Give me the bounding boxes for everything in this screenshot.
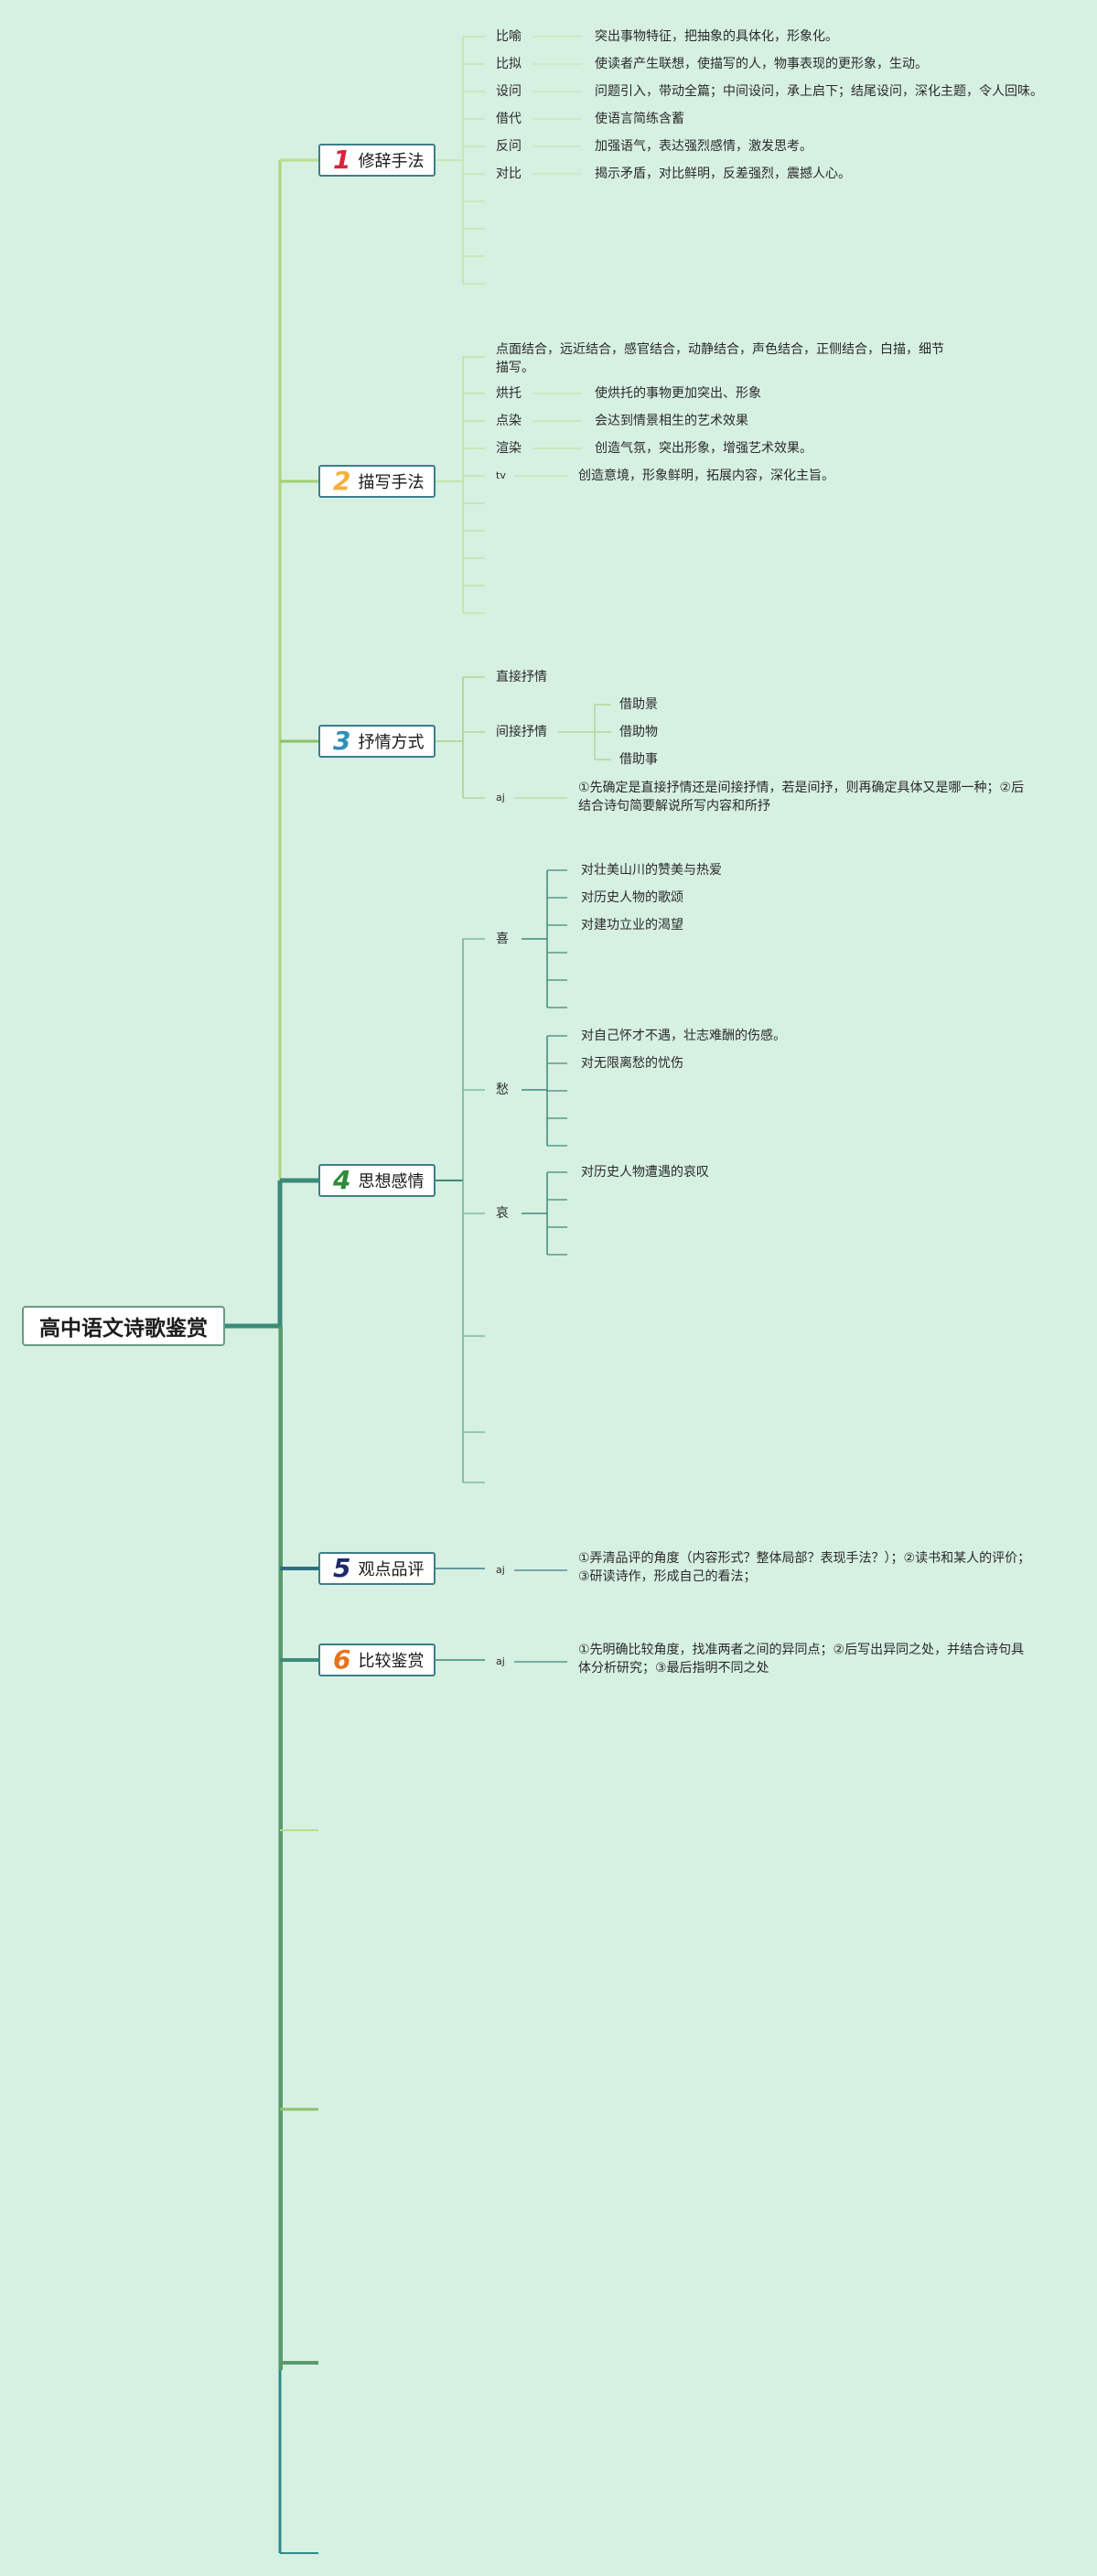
topic-number-6: 6 <box>333 1644 351 1675</box>
topic-label: 描写手法 <box>358 473 425 492</box>
item-label: tv <box>496 469 506 481</box>
item-desc: 使语言简练含蓄 <box>595 112 684 126</box>
item-label: 点染 <box>496 414 522 428</box>
topic-comparison[interactable]: 6 比较鉴赏 <box>318 1644 436 1676</box>
item-label: 借代 <box>496 112 522 126</box>
item-label: 比喻 <box>496 29 522 44</box>
direct-lyric-label: 直接抒情 <box>496 670 547 684</box>
emotion-group-label: 哀 <box>496 1206 509 1221</box>
item-desc: 问题引入，带动全篇；中间设问，承上启下；结尾设问，深化主题，令人回味。 <box>595 84 1043 99</box>
aj-desc: ①先明确比较角度，找准两者之间的异同点；②后写出异同之处，并结合诗句具体分析研究… <box>578 1643 1025 1676</box>
topic-label: 比较鉴赏 <box>358 1652 425 1671</box>
item-label: 烘托 <box>496 386 522 401</box>
item-label: 反问 <box>496 139 522 154</box>
topic-number-4: 4 <box>333 1165 351 1195</box>
item-desc: 揭示矛盾，对比鲜明，反差强烈，震撼人心。 <box>595 167 851 181</box>
item-desc: 使读者产生联想，使描写的人，物事表现的更形象，生动。 <box>595 57 928 71</box>
emotion-item: 对壮美山川的赞美与热爱 <box>581 863 722 878</box>
aj-label: aj <box>496 792 505 803</box>
item-desc: 会达到情景相生的艺术效果 <box>595 414 748 428</box>
topic-rhetoric[interactable]: 1 修辞手法 <box>318 144 436 177</box>
indirect-item: 借助景 <box>619 697 658 712</box>
aj-desc: ①弄清品评的角度（内容形式？整体局部？表现手法？）；②读书和某人的评价；③研读诗… <box>578 1551 1031 1584</box>
item-desc: 突出事物特征，把抽象的具体化，形象化。 <box>595 29 838 44</box>
emotion-item: 对历史人物的歌颂 <box>581 890 683 905</box>
item-label: 设问 <box>496 84 522 99</box>
item-desc: 点面结合，远近结合，感官结合，动静结合，声色结合，正侧结合，白描，细节描写。 <box>496 342 944 375</box>
aj-desc: ①先确定是直接抒情还是间接抒情，若是间抒，则再确定具体又是哪一种；②后结合诗句简… <box>578 781 1025 814</box>
item-desc: 创造意境，形象鲜明，拓展内容，深化主旨。 <box>578 469 834 483</box>
indirect-item: 借助事 <box>619 752 658 767</box>
aj-label: aj <box>496 1564 505 1576</box>
emotion-item: 对建功立业的渴望 <box>581 918 683 932</box>
topic-number-3: 3 <box>333 726 351 756</box>
item-desc: 加强语气，表达强烈感情，激发思考。 <box>595 139 812 154</box>
item-label: 比拟 <box>496 57 522 71</box>
topic-description[interactable]: 2 描写手法 <box>318 465 436 498</box>
topic-number-1: 1 <box>333 145 351 175</box>
topic-lyric-method[interactable]: 3 抒情方式 <box>318 725 436 758</box>
emotion-item: 对无限离愁的忧伤 <box>581 1056 683 1071</box>
item-desc: 创造气氛，突出形象，增强艺术效果。 <box>595 441 812 456</box>
indirect-lyric-label: 间接抒情 <box>496 725 547 739</box>
emotion-group-label: 喜 <box>496 932 509 946</box>
emotion-item: 对历史人物遭遇的哀叹 <box>581 1165 709 1180</box>
topic-label: 修辞手法 <box>358 152 425 171</box>
item-desc: 使烘托的事物更加突出、形象 <box>595 386 761 401</box>
indirect-item: 借助物 <box>619 725 658 739</box>
topic-label: 抒情方式 <box>358 733 425 752</box>
root-topic[interactable]: 高中语文诗歌鉴赏 <box>22 1306 225 1346</box>
item-label: 渲染 <box>496 441 522 456</box>
emotion-item: 对自己怀才不遇，壮志难酬的伤感。 <box>581 1029 786 1043</box>
emotion-group-label: 愁 <box>496 1083 509 1097</box>
topic-opinion-review[interactable]: 5 观点品评 <box>318 1552 436 1585</box>
topic-label: 思想感情 <box>358 1172 425 1191</box>
item-label: 对比 <box>496 167 522 181</box>
topic-number-5: 5 <box>333 1553 351 1583</box>
root-title: 高中语文诗歌鉴赏 <box>39 1317 208 1341</box>
aj-label: aj <box>496 1655 505 1667</box>
topic-label: 观点品评 <box>358 1560 425 1579</box>
topic-number-2: 2 <box>333 466 351 496</box>
topic-emotion[interactable]: 4 思想感情 <box>318 1164 436 1197</box>
